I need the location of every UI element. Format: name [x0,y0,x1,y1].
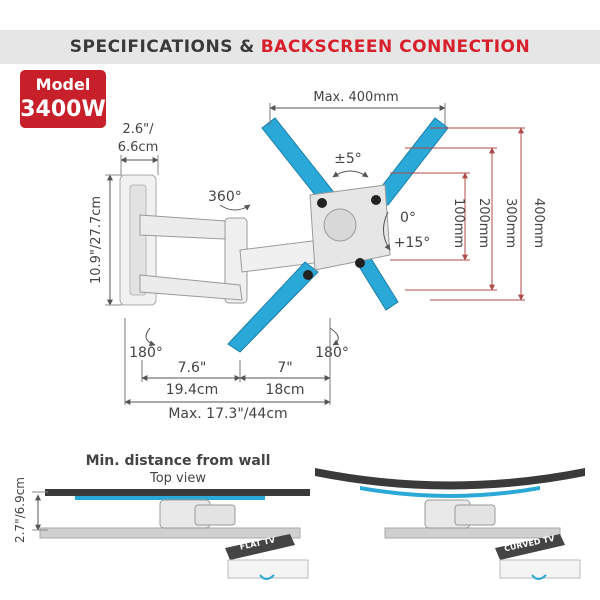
arm-dimension-lines [124,318,331,405]
title-banner: SPECIFICATIONS & BACKSCREEN CONNECTION [0,30,600,64]
flat-tv-tag [225,534,309,580]
height-label: 10.9"/27.7cm [89,196,104,284]
tilt-range-arrow-icon [383,211,391,251]
flat-tv-illustration [39,489,310,539]
depth-min-in: 2.6"/ [122,122,154,137]
vesa-dimension-lines [390,127,525,301]
model-label: Model [35,75,91,94]
swivel-arrow-icon [219,204,251,211]
tilt-max-label: +15° [394,235,431,251]
arm1-in-label: 7.6" [178,360,207,376]
vesa-400-label: 400mm [531,198,546,248]
vesa-100-label: 100mm [451,198,466,248]
wall-plate [119,174,157,306]
arm2-cm-label: 18cm [265,382,304,398]
rotate-left-arrow-icon [145,327,156,347]
min-distance-value: 2.7"/6.9cm [13,477,27,543]
arm-upper [139,214,248,304]
curved-tv-illustration [315,468,585,539]
tilt-arrow-icon [332,170,369,178]
title-part1: SPECIFICATIONS & [69,37,255,57]
max-extension-label: Max. 17.3"/44cm [168,406,287,422]
max-vesa-label: Max. 400mm [313,90,398,105]
min-distance-subtitle: Top view [149,471,206,486]
swivel-360-label: 360° [208,189,242,205]
arm-lower [139,239,323,301]
rotate-left-label: 180° [129,345,163,361]
rotate-right-label: 180° [315,345,349,361]
vesa-bracket [227,117,449,353]
title-part2: BACKSCREEN CONNECTION [260,37,531,57]
arm2-in-label: 7" [277,360,292,376]
tilt-label: ±5° [334,151,362,167]
tilt-min-label: 0° [400,210,416,226]
vesa-200-label: 200mm [476,198,491,248]
model-badge: Model 3400W [20,70,106,128]
arm1-cm-label: 19.4cm [166,382,219,398]
curved-tv-tag [495,534,581,580]
rotate-right-arrow-icon [329,327,340,346]
vesa-300-label: 300mm [503,198,518,248]
depth-min-cm: 6.6cm [118,140,159,155]
min-distance-title: Min. distance from wall [86,453,271,469]
model-number: 3400W [20,97,106,122]
